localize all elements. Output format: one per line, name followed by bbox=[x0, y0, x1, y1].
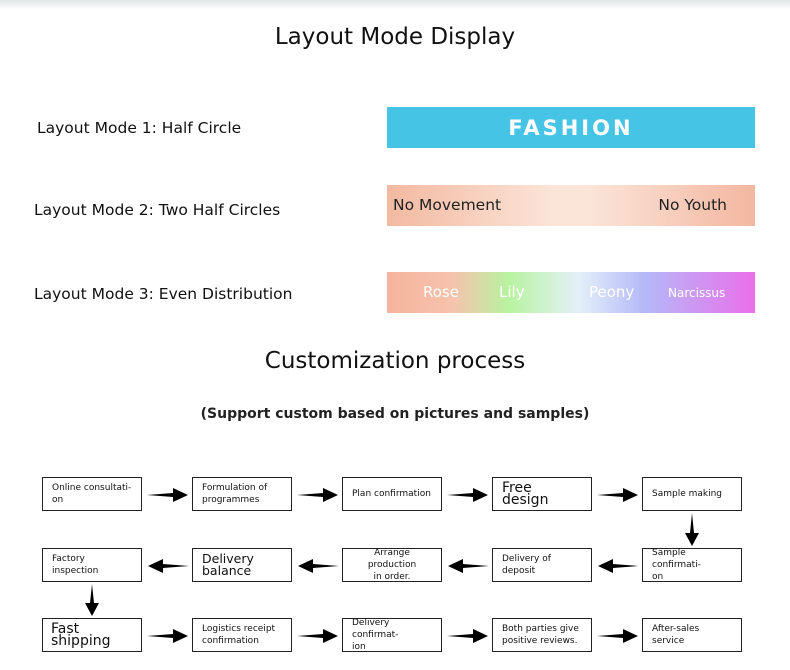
arrow-right-icon bbox=[297, 488, 338, 502]
step-free-design: Free design bbox=[492, 477, 592, 511]
fashion-text: FASHION bbox=[508, 116, 634, 140]
mode-1-label: Layout Mode 1: Half Circle bbox=[37, 119, 242, 137]
step-factory-inspection: Factory inspection bbox=[42, 548, 142, 582]
mode-3-label: Layout Mode 3: Even Distribution bbox=[34, 285, 293, 303]
arrow-right-icon bbox=[447, 629, 488, 643]
step-arrange-production: Arrange production in order. bbox=[342, 548, 442, 582]
peony-text: Peony bbox=[589, 283, 635, 301]
lily-text: Lily bbox=[499, 283, 525, 301]
step-plan-confirmation: Plan confirmation bbox=[342, 477, 442, 511]
mode-2-band: No Movement No Youth bbox=[387, 185, 755, 226]
mode-2-label: Layout Mode 2: Two Half Circles bbox=[34, 201, 281, 219]
process-subtitle: (Support custom based on pictures and sa… bbox=[200, 406, 590, 422]
step-delivery-of-deposit: Delivery of deposit bbox=[492, 548, 592, 582]
process-section-title: Customization process bbox=[264, 348, 526, 374]
step-online-consultation: Online consultati- on bbox=[42, 477, 142, 511]
arrow-right-icon bbox=[597, 629, 638, 643]
no-movement-text: No Movement bbox=[393, 196, 502, 214]
mode-3-band: Rose Lily Peony Narcissus bbox=[387, 272, 755, 313]
arrow-left-icon bbox=[448, 559, 489, 573]
step-sample-confirmation: Sample confirmati- on bbox=[642, 548, 742, 582]
rose-text: Rose bbox=[423, 283, 459, 301]
step-positive-reviews: Both parties give positive reviews. bbox=[492, 618, 592, 652]
arrow-left-icon bbox=[298, 559, 339, 573]
step-fast-shipping: Fast shipping bbox=[42, 618, 142, 652]
layout-section-title: Layout Mode Display bbox=[274, 24, 516, 50]
mode-1-band: FASHION bbox=[387, 107, 755, 148]
narcissus-text: Narcissus bbox=[668, 286, 726, 300]
step-formulation-of-programmes: Formulation of programmes bbox=[192, 477, 292, 511]
arrow-right-icon bbox=[447, 488, 488, 502]
step-logistics-receipt-confirmation: Logistics receipt confirmation bbox=[192, 618, 292, 652]
step-delivery-balance: Delivery balance bbox=[192, 548, 292, 582]
arrow-right-icon bbox=[147, 488, 188, 502]
arrow-right-icon bbox=[147, 629, 188, 643]
no-youth-text: No Youth bbox=[658, 196, 727, 214]
arrow-left-icon bbox=[598, 559, 639, 573]
top-shade bbox=[0, 0, 790, 10]
arrow-right-icon bbox=[297, 629, 338, 643]
arrow-left-icon bbox=[148, 559, 189, 573]
step-delivery-confirmation: Delivery confirmat- ion bbox=[342, 618, 442, 652]
arrow-right-icon bbox=[597, 488, 638, 502]
step-sample-making: Sample making bbox=[642, 477, 742, 511]
arrow-down-icon bbox=[85, 584, 99, 616]
step-after-sales-service: After-sales service bbox=[642, 618, 742, 652]
arrow-down-icon bbox=[685, 513, 699, 546]
